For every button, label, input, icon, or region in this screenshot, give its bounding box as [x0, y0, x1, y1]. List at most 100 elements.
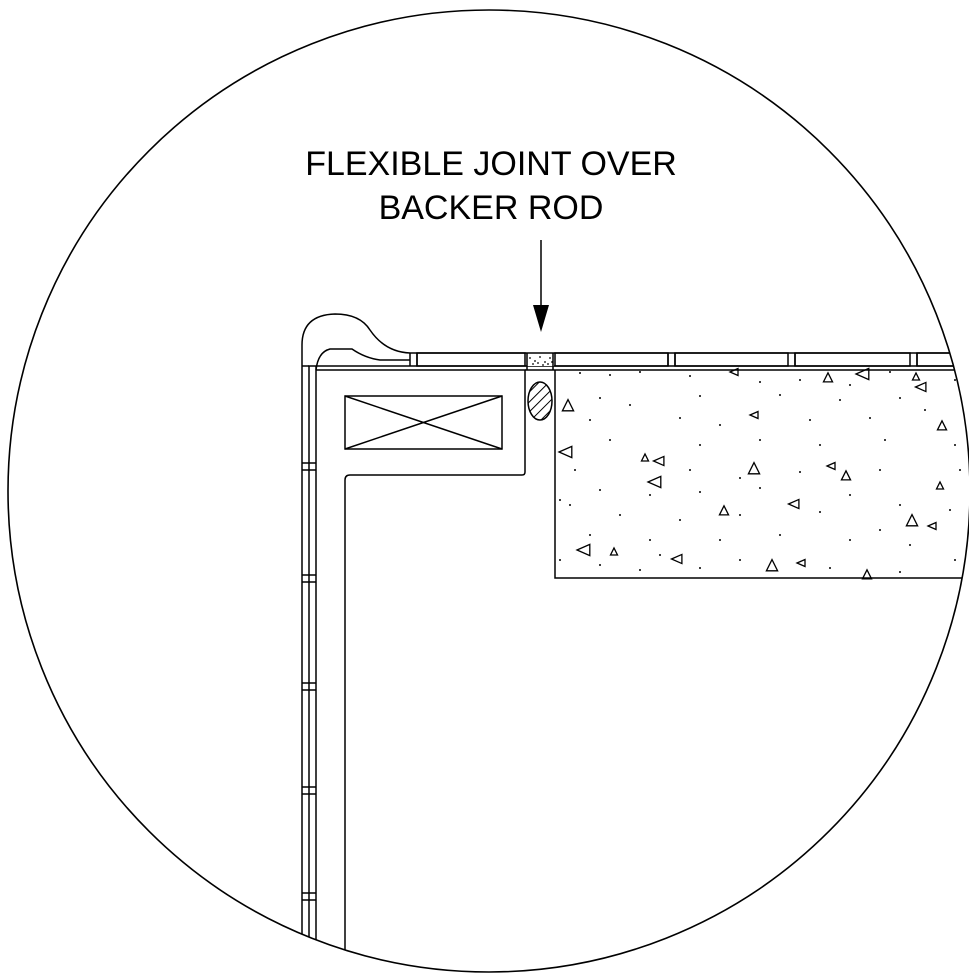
aggregate-dot	[779, 394, 781, 396]
aggregate-dot	[679, 417, 681, 419]
aggregate-triangle	[575, 543, 591, 557]
aggregate-dot	[884, 439, 886, 441]
aggregate-dot	[799, 379, 801, 381]
aggregate-dot	[619, 514, 621, 516]
aggregate-dot	[699, 567, 701, 569]
aggregate-triangle	[651, 455, 665, 467]
aggregate-dot	[849, 494, 851, 496]
aggregate-triangle	[748, 410, 759, 420]
detail-boundary-circle	[7, 9, 969, 973]
aggregate-dot	[819, 444, 821, 446]
aggregate-dot	[809, 419, 811, 421]
aggregate-dot	[559, 499, 561, 501]
callout-arrow	[533, 240, 549, 332]
aggregate-dot	[569, 504, 571, 506]
aggregate-dot	[954, 379, 956, 381]
aggregate-triangle	[747, 461, 761, 475]
deck-pavers	[316, 352, 969, 367]
aggregate-dot	[869, 417, 871, 419]
wall-tile-coping	[301, 313, 969, 972]
concrete-aggregate	[557, 367, 961, 580]
aggregate-triangle	[825, 461, 836, 471]
aggregate-triangle	[911, 371, 921, 381]
aggregate-triangle	[728, 367, 739, 377]
aggregate-dot	[599, 564, 601, 566]
aggregate-triangle	[609, 546, 619, 556]
aggregate-dot	[759, 487, 761, 489]
backer-rod	[527, 381, 553, 421]
aggregate-dot	[659, 554, 661, 556]
aggregate-dot	[719, 539, 721, 541]
aggregate-triangle	[646, 475, 662, 489]
aggregate-triangle	[718, 504, 730, 516]
aggregate-dot	[949, 509, 951, 511]
aggregate-triangle	[905, 513, 919, 527]
aggregate-triangle	[669, 553, 683, 565]
aggregate-triangle	[822, 371, 834, 383]
aggregate-dot	[839, 399, 841, 401]
aggregate-dot	[639, 371, 641, 373]
aggregate-dot	[629, 404, 631, 406]
aggregate-dot	[924, 409, 926, 411]
aggregate-dot	[759, 439, 761, 441]
aggregate-triangle	[936, 419, 948, 431]
concrete-deck-slab	[554, 367, 969, 580]
aggregate-dot	[879, 469, 881, 471]
aggregate-dot	[899, 397, 901, 399]
aggregate-triangle	[557, 445, 573, 459]
aggregate-dot	[609, 439, 611, 441]
callout-label-line-2: BACKER ROD	[379, 189, 604, 227]
callout-label-line-1: FLEXIBLE JOINT OVER	[305, 145, 677, 183]
aggregate-triangle	[854, 367, 870, 381]
aggregate-dot	[679, 519, 681, 521]
pool-wall	[316, 369, 969, 972]
aggregate-dot	[959, 469, 961, 471]
embedded-block	[344, 395, 503, 450]
aggregate-dot	[689, 469, 691, 471]
aggregate-dot	[649, 494, 651, 496]
aggregate-dot	[899, 504, 901, 506]
aggregate-dot	[599, 489, 601, 491]
aggregate-dot	[779, 534, 781, 536]
aggregate-triangle	[913, 381, 927, 393]
aggregate-dot	[954, 559, 956, 561]
aggregate-dot	[574, 469, 576, 471]
aggregate-dot	[639, 569, 641, 571]
aggregate-triangle	[561, 398, 575, 412]
aggregate-dot	[559, 559, 561, 561]
aggregate-dot	[579, 372, 581, 374]
aggregate-dot	[699, 395, 701, 397]
aggregate-triangle	[861, 568, 873, 580]
aggregate-dot	[689, 375, 691, 377]
aggregate-dot	[599, 397, 601, 399]
aggregate-dot	[879, 529, 881, 531]
aggregate-triangle	[840, 469, 852, 481]
aggregate-dot	[649, 539, 651, 541]
aggregate-dot	[609, 374, 611, 376]
aggregate-dot	[759, 381, 761, 383]
aggregate-dot	[739, 514, 741, 516]
aggregate-dot	[589, 419, 591, 421]
aggregate-dot	[799, 471, 801, 473]
aggregate-dot	[849, 539, 851, 541]
aggregate-dot	[889, 371, 891, 373]
flexible-joint	[526, 353, 554, 370]
aggregate-dot	[699, 444, 701, 446]
aggregate-dot	[954, 444, 956, 446]
aggregate-triangle	[640, 452, 650, 462]
aggregate-dot	[899, 571, 901, 573]
aggregate-triangle	[935, 480, 945, 490]
aggregate-dot	[699, 491, 701, 493]
aggregate-dot	[909, 544, 911, 546]
aggregate-triangle	[795, 558, 806, 568]
aggregate-triangle	[786, 498, 800, 510]
aggregate-dot	[719, 424, 721, 426]
aggregate-dot	[739, 559, 741, 561]
aggregate-dot	[849, 384, 851, 386]
aggregate-dot	[589, 534, 591, 536]
aggregate-dot	[819, 511, 821, 513]
aggregate-dot	[829, 567, 831, 569]
aggregate-dot	[739, 477, 741, 479]
aggregate-triangle	[926, 521, 937, 531]
